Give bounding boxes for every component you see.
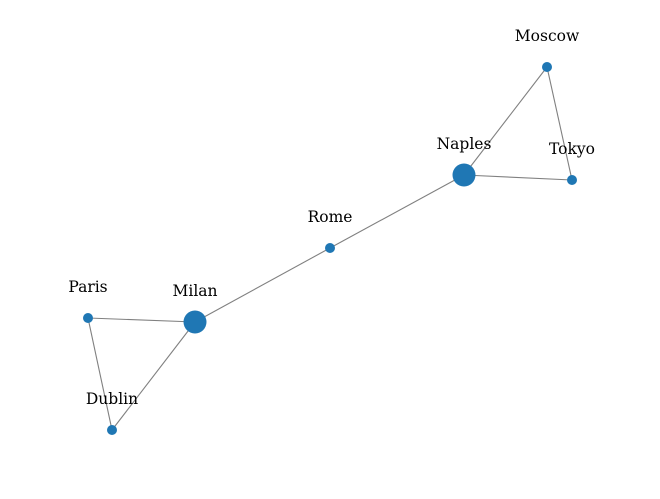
edge-milan-dublin xyxy=(111,321,196,431)
node-milan xyxy=(183,310,207,334)
node-label-paris: Paris xyxy=(68,278,107,296)
node-naples xyxy=(452,163,476,187)
node-moscow xyxy=(542,62,552,72)
node-label-rome: Rome xyxy=(308,208,353,226)
node-rome xyxy=(325,243,335,253)
edge-milan-paris xyxy=(87,317,196,323)
node-label-dublin: Dublin xyxy=(86,390,138,408)
node-label-naples: Naples xyxy=(437,135,492,153)
edges-layer xyxy=(87,66,573,431)
edge-naples-tokyo xyxy=(463,174,573,181)
node-paris xyxy=(83,313,93,323)
node-dublin xyxy=(107,425,117,435)
node-tokyo xyxy=(567,175,577,185)
edge-paris-dublin xyxy=(87,317,113,431)
node-label-milan: Milan xyxy=(172,282,217,300)
nodes-layer xyxy=(83,62,577,435)
edge-rome-milan xyxy=(194,247,331,323)
edge-moscow-tokyo xyxy=(546,66,573,181)
node-label-tokyo: Tokyo xyxy=(549,140,595,158)
edge-moscow-naples xyxy=(463,66,548,176)
node-label-moscow: Moscow xyxy=(515,27,580,45)
edge-naples-rome xyxy=(329,174,465,249)
